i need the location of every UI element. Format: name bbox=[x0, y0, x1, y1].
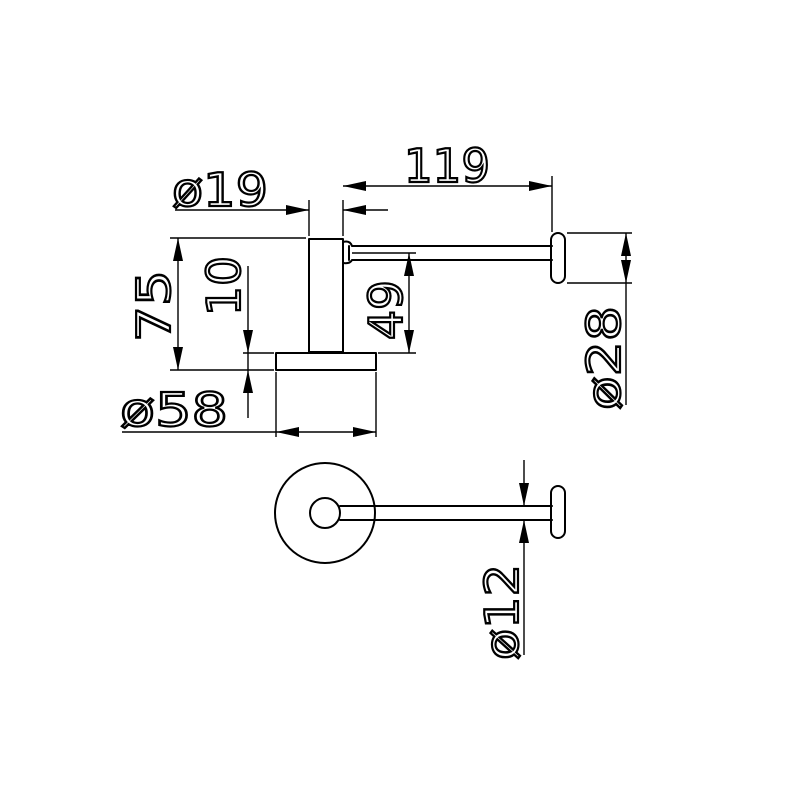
knurled-post bbox=[308, 238, 344, 353]
label-total-height: 75 bbox=[127, 270, 181, 342]
label-projection-length: 119 bbox=[404, 139, 490, 193]
arm bbox=[342, 240, 553, 265]
post-circle bbox=[309, 497, 341, 529]
top-view bbox=[274, 462, 566, 564]
label-arm-offset: 10 bbox=[197, 256, 251, 316]
label-bracket-diameter: ø19 bbox=[172, 163, 268, 217]
dimension-lines bbox=[122, 176, 632, 655]
base-plate bbox=[275, 352, 377, 371]
top-end-cap bbox=[550, 485, 566, 539]
base-circle bbox=[274, 462, 376, 564]
top-arm bbox=[339, 505, 553, 521]
label-end-cap-diameter: ø28 bbox=[577, 306, 631, 410]
side-view bbox=[275, 232, 566, 371]
dimension-labels: ø19 119 75 10 49 ø58 ø28 ø12 bbox=[119, 138, 632, 661]
label-rod-diameter: ø12 bbox=[475, 564, 529, 660]
label-arm-height: 49 bbox=[359, 280, 413, 340]
end-cap bbox=[550, 232, 566, 284]
label-base-diameter: ø58 bbox=[120, 383, 228, 437]
